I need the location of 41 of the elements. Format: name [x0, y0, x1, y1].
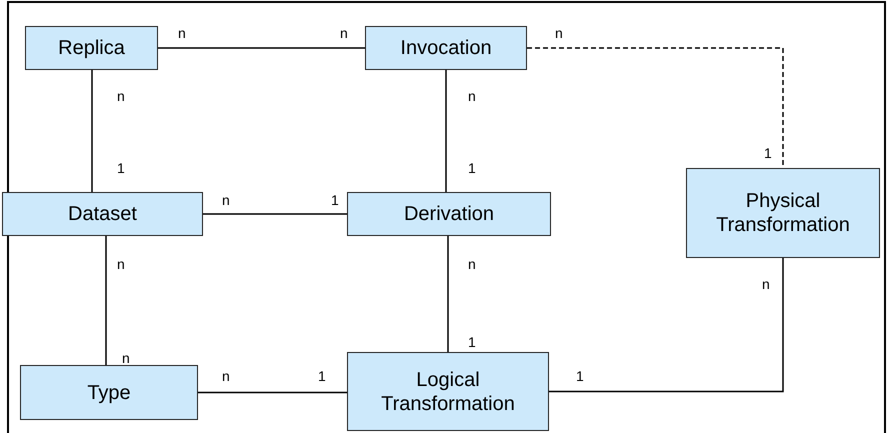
entity-box [20, 365, 198, 420]
connector-line [91, 70, 93, 192]
entity-box [365, 26, 527, 70]
cardinality-label: n [178, 25, 186, 41]
entity-box [25, 26, 158, 70]
entity-box [2, 192, 203, 236]
entity-name: Dataset [68, 202, 137, 226]
cardinality-label: n [122, 350, 130, 366]
connector-line [549, 258, 784, 392]
entity-name: Type [87, 380, 131, 404]
entity-box [347, 192, 551, 236]
cardinality-label: 1 [318, 368, 326, 384]
entity-box [347, 352, 549, 431]
connector-line [198, 392, 347, 394]
cardinality-label: 1 [576, 368, 584, 384]
cardinality-label: 1 [117, 160, 125, 176]
cardinality-label: n [555, 25, 563, 41]
cardinality-label: 1 [331, 192, 339, 208]
connector-line [445, 70, 447, 192]
connector-line [447, 236, 449, 352]
cardinality-label: n [340, 25, 348, 41]
entity-name: Physical Transformation [715, 189, 851, 237]
entity-name: Logical Transformation [380, 368, 516, 416]
connector-line [105, 236, 107, 365]
cardinality-label: n [117, 256, 125, 272]
cardinality-label: n [762, 276, 770, 292]
cardinality-label: n [468, 256, 476, 272]
cardinality-label: n [222, 192, 230, 208]
entity-name: Invocation [400, 36, 492, 60]
connector-line [158, 47, 365, 49]
cardinality-label: n [222, 368, 230, 384]
connector-line [527, 47, 784, 168]
cardinality-label: n [468, 88, 476, 104]
connector-line [203, 213, 347, 215]
cardinality-label: 1 [468, 334, 476, 350]
entity-name: Derivation [404, 202, 494, 226]
cardinality-label: 1 [764, 145, 772, 161]
cardinality-label: n [117, 88, 125, 104]
entity-box [686, 168, 880, 258]
entity-name: Replica [58, 36, 125, 60]
cardinality-label: 1 [468, 160, 476, 176]
